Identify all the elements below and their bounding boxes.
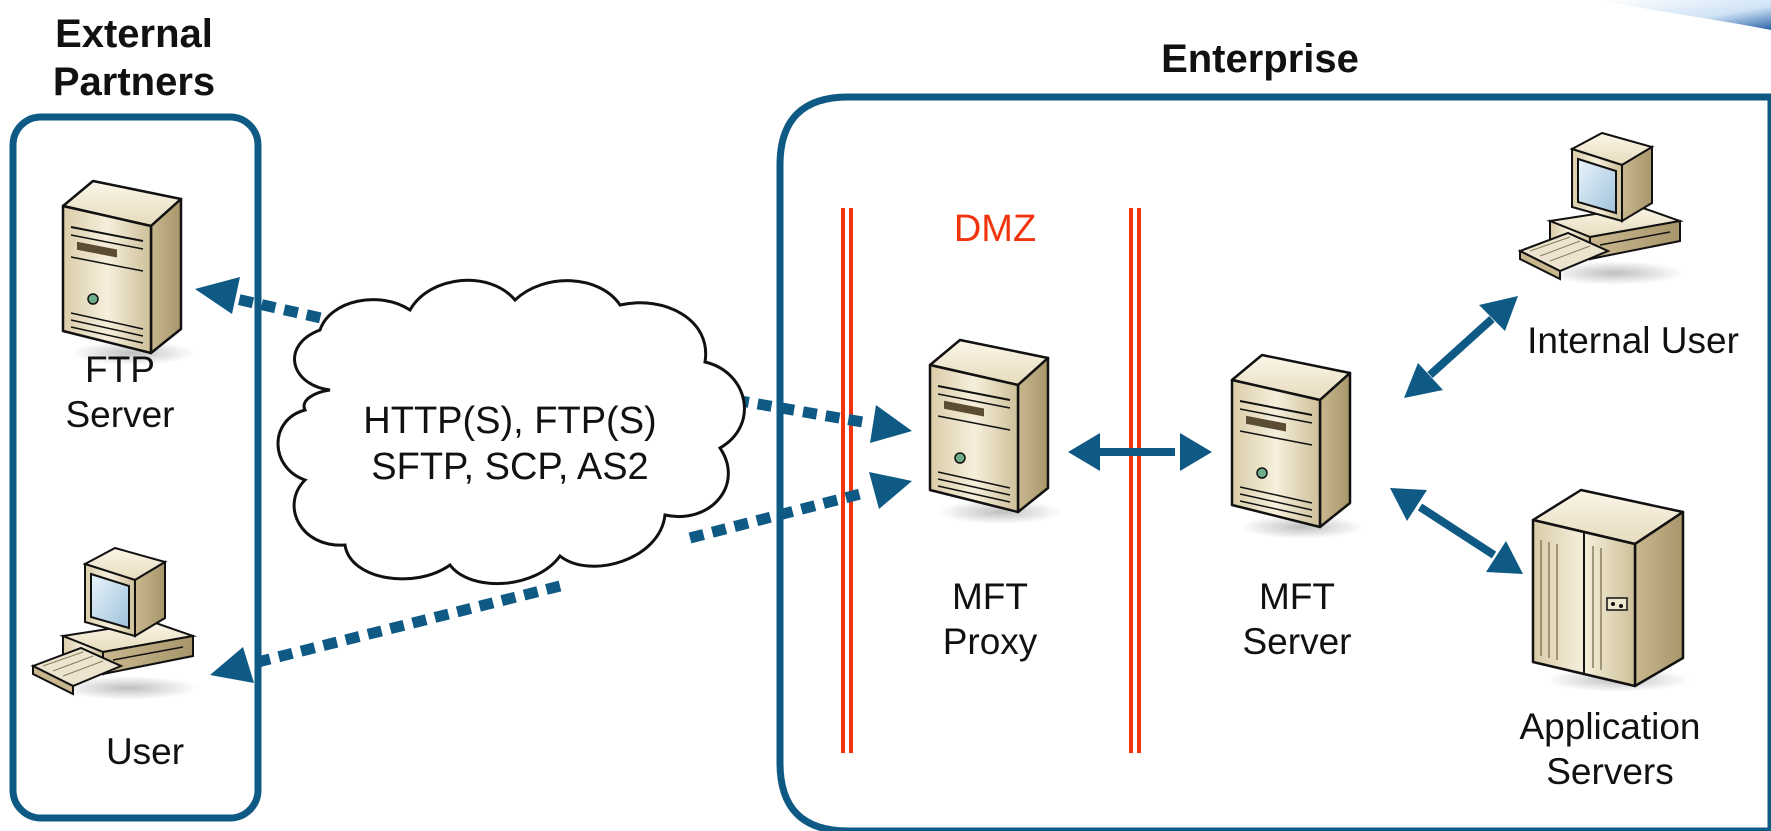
mft-server-label-line1: MFT <box>1258 576 1336 617</box>
corner-swoosh-decoration <box>1600 0 1771 30</box>
application-servers-label: Application Servers <box>1490 704 1730 794</box>
enterprise-container <box>776 93 1771 831</box>
mft-server-label: MFT Server <box>1222 574 1372 664</box>
arrow-mft-server-to-internal-user <box>1404 296 1518 398</box>
dmz-boundary-right <box>1129 208 1141 753</box>
application-servers-icon <box>1531 488 1692 694</box>
dmz-boundary-left <box>841 208 853 753</box>
protocols-line2: SFTP, SCP, AS2 <box>371 446 649 488</box>
protocols-cloud <box>276 278 746 585</box>
ftp-server-label: FTP Server <box>50 347 190 437</box>
arrow-mft-server-to-application-servers <box>1390 488 1523 574</box>
ftp-server-label-line1: FTP <box>85 349 155 390</box>
application-servers-label-line1: Application <box>1519 706 1701 747</box>
protocols-cloud-label: HTTP(S), FTP(S) SFTP, SCP, AS2 <box>330 398 690 490</box>
internal-user-computer-icon <box>1519 132 1686 286</box>
dmz-label: DMZ <box>953 208 1037 250</box>
ftp-server-label-line2: Server <box>65 394 175 435</box>
external-partners-title-line2: Partners <box>52 60 216 104</box>
ftp-server-icon <box>61 179 197 367</box>
arrow-cloud-to-mft-proxy-upper <box>734 394 912 443</box>
protocols-line1: HTTP(S), FTP(S) <box>363 400 657 442</box>
mft-proxy-label-line2: Proxy <box>942 621 1038 662</box>
external-partners-title: External Partners <box>36 10 232 106</box>
arrow-cloud-to-mft-proxy-lower <box>688 472 912 544</box>
mft-proxy-label: MFT Proxy <box>920 574 1060 664</box>
external-partners-container <box>9 113 262 822</box>
application-servers-label-line2: Servers <box>1546 751 1674 792</box>
internal-user-label: Internal User <box>1527 320 1739 361</box>
external-user-label: User <box>105 731 185 772</box>
enterprise-title: Enterprise <box>1161 37 1359 81</box>
mft-server-icon <box>1230 353 1366 541</box>
external-user-computer-icon <box>32 547 199 701</box>
arrow-mft-proxy-to-mft-server <box>1068 433 1212 471</box>
arrow-cloud-to-user <box>210 580 562 683</box>
external-partners-title-line1: External <box>55 12 213 56</box>
mft-server-label-line2: Server <box>1242 621 1352 662</box>
mft-proxy-label-line1: MFT <box>951 576 1029 617</box>
mft-proxy-server-icon <box>928 338 1064 526</box>
